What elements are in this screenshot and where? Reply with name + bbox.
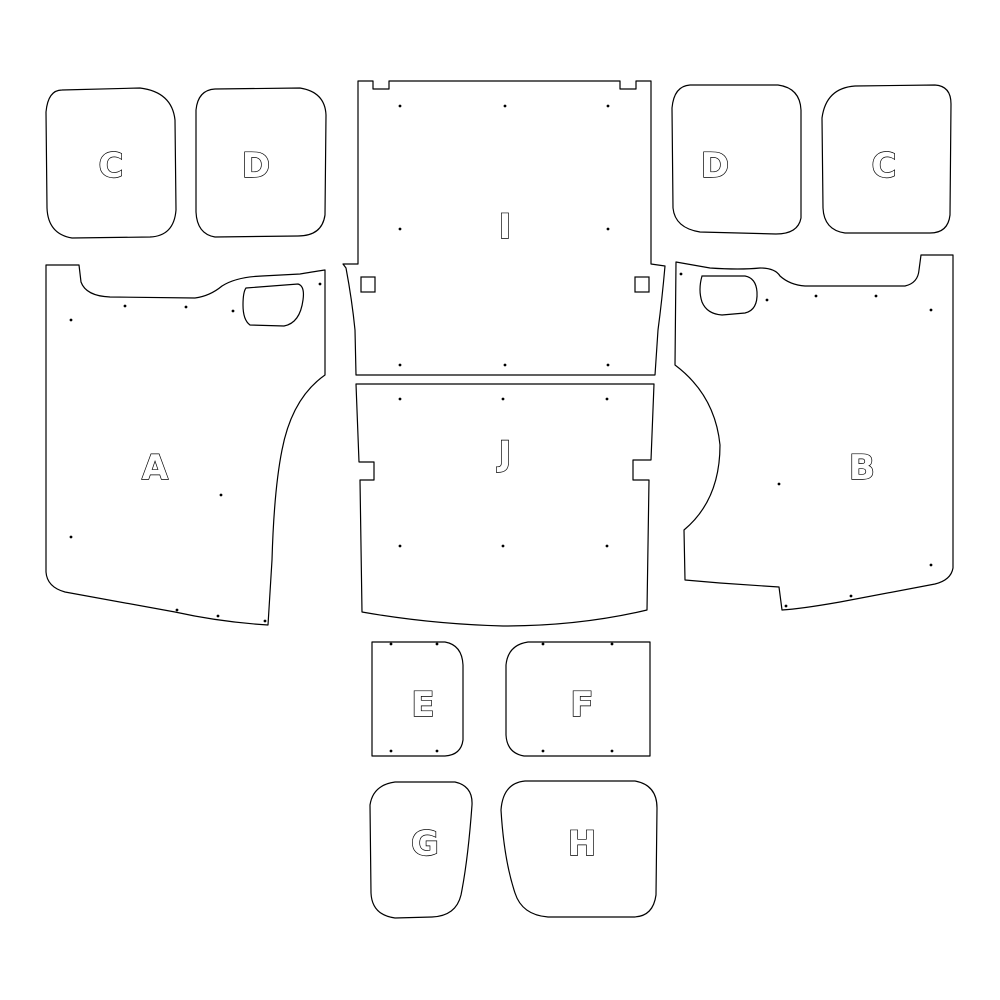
piece-e-outline bbox=[371, 641, 464, 757]
piece-a-outline bbox=[45, 264, 326, 626]
piece-i-holes bbox=[398, 104, 610, 367]
piece-a-window-cutout bbox=[242, 283, 305, 327]
piece-f-holes bbox=[541, 642, 614, 753]
piece-c-left-outline bbox=[45, 87, 177, 239]
piece-d-right-outline bbox=[671, 84, 802, 235]
piece-e: E bbox=[371, 641, 464, 757]
piece-label: F bbox=[570, 685, 593, 725]
piece-label: C bbox=[872, 146, 897, 186]
piece-label: C bbox=[99, 146, 124, 186]
piece-label: D bbox=[242, 146, 270, 186]
piece-d-right: D bbox=[671, 84, 802, 235]
piece-d-left-outline bbox=[195, 87, 327, 238]
piece-c-left: C bbox=[45, 87, 177, 239]
piece-a: A bbox=[45, 264, 326, 626]
piece-label: E bbox=[411, 685, 434, 725]
piece-i-square-cutout-right bbox=[634, 276, 650, 293]
piece-e-holes bbox=[389, 642, 439, 753]
piece-h: H bbox=[500, 780, 658, 918]
piece-i-square-cutout-left bbox=[360, 276, 376, 293]
piece-j-outline bbox=[355, 383, 655, 627]
piece-g: G bbox=[369, 781, 473, 919]
piece-b: B bbox=[674, 254, 954, 611]
piece-c-right-outline bbox=[821, 84, 952, 234]
piece-c-right: C bbox=[821, 84, 952, 234]
piece-label: J bbox=[497, 434, 512, 474]
piece-b-window-cutout bbox=[699, 275, 758, 316]
piece-i: I bbox=[342, 80, 666, 376]
piece-f-outline bbox=[505, 641, 651, 757]
piece-b-holes bbox=[679, 272, 933, 608]
piece-j-holes bbox=[398, 397, 609, 548]
piece-label: G bbox=[411, 824, 439, 864]
piece-d-left: D bbox=[195, 87, 327, 238]
piece-h-outline bbox=[500, 780, 658, 918]
piece-a-holes bbox=[69, 282, 322, 623]
piece-label: I bbox=[499, 207, 512, 247]
piece-label: A bbox=[142, 448, 169, 488]
piece-g-outline bbox=[369, 781, 473, 919]
piece-b-outline bbox=[674, 254, 954, 611]
piece-j: J bbox=[355, 383, 655, 627]
piece-label: B bbox=[849, 448, 875, 488]
piece-f: F bbox=[505, 641, 651, 757]
piece-i-outline bbox=[342, 80, 666, 376]
piece-label: H bbox=[568, 824, 596, 864]
piece-label: D bbox=[701, 146, 729, 186]
